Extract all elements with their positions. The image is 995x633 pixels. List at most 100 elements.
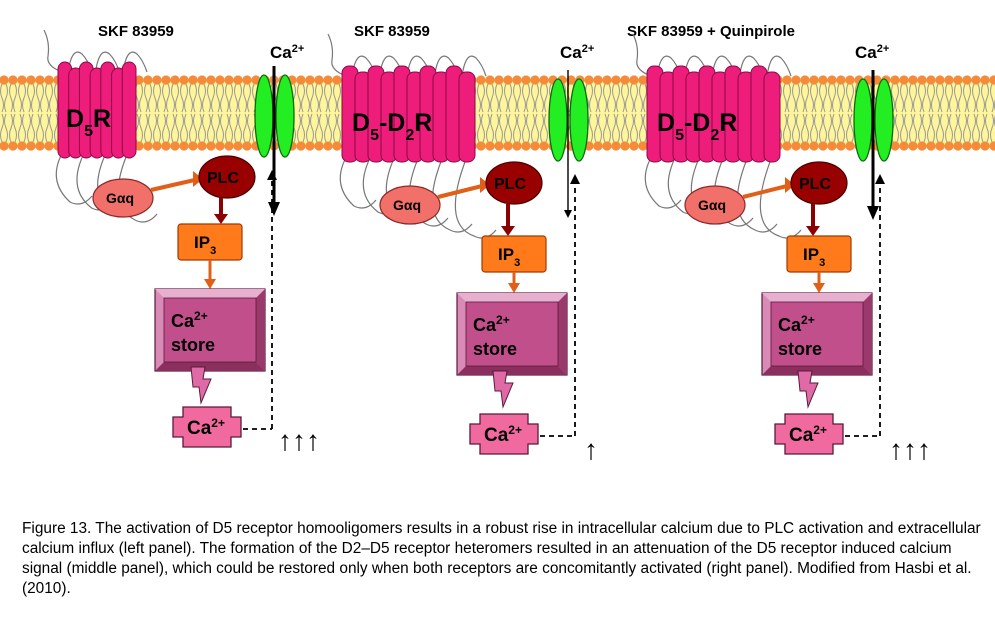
lipid-tail <box>175 113 179 143</box>
lipid-head <box>143 75 153 85</box>
lipid-tail <box>45 113 49 143</box>
lipid-tail <box>162 83 166 113</box>
lipid-head <box>332 75 342 85</box>
ip3-to-store-arrowhead <box>204 279 216 289</box>
lipid-tail <box>832 113 836 143</box>
receptor-loop <box>117 149 158 223</box>
lipid-tail <box>621 83 625 113</box>
lipid-tail <box>801 113 805 143</box>
lipid-tail <box>310 113 314 143</box>
lipid-head <box>305 141 315 151</box>
lipid-head <box>611 141 621 151</box>
lipid-tail <box>985 113 989 143</box>
lipid-tail <box>31 113 35 143</box>
lipid-tail <box>828 113 832 143</box>
lipid-tail <box>634 83 638 113</box>
gq-label: Gαq <box>698 197 726 213</box>
lipid-tail <box>193 83 197 113</box>
lipid-tail <box>918 113 922 143</box>
calcium-store-bevel <box>558 293 567 375</box>
lipid-head <box>602 141 612 151</box>
receptor-label-part: -D <box>379 109 405 137</box>
lipid-head <box>980 141 990 151</box>
lipid-tail <box>850 83 854 113</box>
receptor-loop <box>759 153 802 239</box>
lipid-head <box>800 75 810 85</box>
lipid-tail <box>526 83 530 113</box>
lipid-head <box>206 141 216 151</box>
lipid-head <box>521 75 531 85</box>
lipid-tail <box>481 83 485 113</box>
lipid-tail <box>238 83 242 113</box>
calcium-response-arrows: ↑↑↑ <box>889 434 931 465</box>
lipid-tail <box>535 83 539 113</box>
lipid-tail <box>625 113 629 143</box>
lipid-head <box>35 75 45 85</box>
lipid-head <box>179 75 189 85</box>
calcium-channel-subunit <box>569 78 589 162</box>
ip3-to-store-arrowhead <box>813 283 825 293</box>
lipid-head <box>485 141 495 151</box>
lipid-tail <box>837 83 841 113</box>
lipid-head <box>953 75 963 85</box>
lipid-tail <box>306 113 310 143</box>
receptor-helices <box>341 65 476 163</box>
lipid-tail <box>783 83 787 113</box>
lipid-head <box>908 75 918 85</box>
lipid-head <box>602 75 612 85</box>
plc-to-ip3-arrowhead <box>214 214 228 224</box>
lipid-tail <box>184 83 188 113</box>
lipid-tail <box>153 83 157 113</box>
lipid-tail <box>895 83 899 113</box>
receptor-label-part: R <box>414 109 432 137</box>
calcium-store-label-main: Ca <box>473 315 497 335</box>
lipid-tail <box>157 83 161 113</box>
calcium-store-bevel <box>457 366 567 375</box>
calcium-store-label-sup: 2+ <box>194 309 208 323</box>
lipid-tail <box>940 113 944 143</box>
lipid-tail <box>22 83 26 113</box>
lipid-head <box>620 75 630 85</box>
calcium-ion-shape <box>774 413 844 455</box>
lipid-tail <box>513 113 517 143</box>
calcium-store-label: Ca2+ <box>171 309 208 331</box>
lipid-head <box>953 141 963 151</box>
receptor-helix <box>121 61 137 159</box>
lipid-tail <box>301 113 305 143</box>
lipid-head <box>872 75 882 85</box>
lipid-tail <box>162 113 166 143</box>
lipid-tail <box>148 83 152 113</box>
lipid-tail <box>297 83 301 113</box>
cell-membrane <box>0 75 995 151</box>
calcium-ion-label-main: Ca <box>187 418 212 439</box>
calcium-store-inner <box>770 301 864 367</box>
lipid-head <box>836 141 846 151</box>
lipid-tail <box>184 113 188 143</box>
lipid-tail <box>904 113 908 143</box>
lipid-tail <box>634 113 638 143</box>
lipid-head <box>917 141 927 151</box>
lipid-head <box>242 75 252 85</box>
lipid-tail <box>918 83 922 113</box>
lipid-head <box>152 141 162 151</box>
lipid-head <box>899 141 909 151</box>
lipid-tail <box>144 113 148 143</box>
lipid-tail <box>981 83 985 113</box>
lipid-tail <box>495 83 499 113</box>
calcium-response-arrows: ↑ <box>584 434 598 465</box>
lipid-tail <box>328 113 332 143</box>
lipid-tail <box>805 113 809 143</box>
lipid-tail <box>54 83 58 113</box>
lipid-tail <box>981 113 985 143</box>
ip3-label-main: IP <box>803 245 819 264</box>
ip3-label-sub: 3 <box>514 257 520 269</box>
lipid-tail <box>9 113 13 143</box>
lipid-tail <box>139 83 143 113</box>
lipid-head <box>26 141 36 151</box>
lipid-tail <box>18 83 22 113</box>
lipid-tail <box>940 83 944 113</box>
lipid-tail <box>171 113 175 143</box>
dashed-link-arrowhead <box>267 170 277 180</box>
lipid-tail <box>949 113 953 143</box>
lipid-tail <box>297 113 301 143</box>
